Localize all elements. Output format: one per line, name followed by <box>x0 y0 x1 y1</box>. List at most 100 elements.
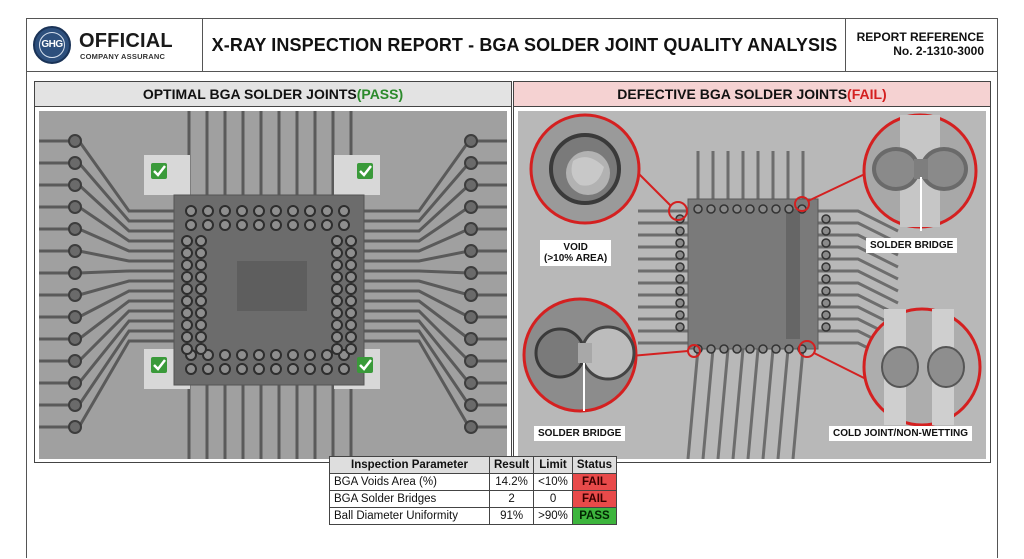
solder-ball <box>195 271 207 283</box>
pad <box>68 398 82 412</box>
solder-ball <box>331 343 343 355</box>
optimal-heading-text: OPTIMAL BGA SOLDER JOINTS <box>142 86 357 102</box>
solder-ball <box>219 363 231 375</box>
solder-ball <box>675 238 685 248</box>
pad <box>464 354 478 368</box>
solder-ball <box>236 363 248 375</box>
result-cell: 14.2% <box>488 473 535 491</box>
solder-ball <box>675 226 685 236</box>
check-icon <box>151 163 167 179</box>
check-icon <box>151 357 167 373</box>
header-result: Result <box>488 456 535 474</box>
pad <box>464 244 478 258</box>
pad <box>68 354 82 368</box>
solder-ball <box>219 219 231 231</box>
solder-ball <box>287 219 299 231</box>
limit-cell: >90% <box>533 507 573 525</box>
pad <box>464 398 478 412</box>
defective-joints-panel: DEFECTIVE BGA SOLDER JOINTS (FAIL) <box>513 81 991 463</box>
solder-ball <box>693 204 703 214</box>
solder-ball <box>675 322 685 332</box>
solder-ball <box>253 349 265 361</box>
solder-ball <box>195 283 207 295</box>
pad <box>464 332 478 346</box>
solder-ball <box>321 205 333 217</box>
solder-ball <box>331 283 343 295</box>
solder-ball <box>719 204 729 214</box>
optimal-panel-heading: OPTIMAL BGA SOLDER JOINTS (PASS) <box>35 82 511 107</box>
solder-ball <box>236 219 248 231</box>
solder-ball <box>771 204 781 214</box>
header-limit: Limit <box>533 456 573 474</box>
parameter-cell: BGA Solder Bridges <box>329 490 490 508</box>
company-logo: GHG OFFICIAL COMPANY ASSURANC <box>27 19 203 72</box>
solder-ball <box>181 271 193 283</box>
report-title: X-RAY INSPECTION REPORT - BGA SOLDER JOI… <box>211 35 838 55</box>
solder-ball <box>331 307 343 319</box>
cold-joint-marker-ring <box>798 340 816 358</box>
solder-ball <box>181 307 193 319</box>
solder-ball <box>784 204 794 214</box>
solder-ball <box>321 219 333 231</box>
solder-ball <box>181 247 193 259</box>
solder-bridge-callout-top <box>862 113 978 231</box>
solder-ball <box>758 204 768 214</box>
pad <box>68 200 82 214</box>
solder-ball <box>345 331 357 343</box>
pad <box>464 288 478 302</box>
logo-subtitle: COMPANY ASSURANC <box>80 52 166 61</box>
defective-xray-image: VOID (>10% AREA) SOLDER BRIDGE SOLDER BR… <box>518 111 986 459</box>
solder-ball <box>821 286 831 296</box>
title-cell: X-RAY INSPECTION REPORT - BGA SOLDER JOI… <box>204 19 846 72</box>
solder-ball <box>181 331 193 343</box>
void-label: VOID (>10% AREA) <box>540 240 612 266</box>
solder-ball <box>675 250 685 260</box>
pad <box>68 222 82 236</box>
solder-ball <box>338 363 350 375</box>
solder-ball <box>331 235 343 247</box>
pad <box>68 134 82 148</box>
solder-ball <box>345 319 357 331</box>
solder-ball <box>719 344 729 354</box>
solder-ball <box>202 219 214 231</box>
solder-ball <box>195 295 207 307</box>
pass-status-text: (PASS) <box>356 86 404 102</box>
result-cell: 91% <box>488 507 535 525</box>
solder-ball <box>331 331 343 343</box>
solder-ball <box>821 274 831 284</box>
pad <box>68 288 82 302</box>
solder-ball <box>304 363 316 375</box>
solder-ball <box>202 205 214 217</box>
solder-ball <box>219 349 231 361</box>
solder-ball <box>345 271 357 283</box>
defective-xray-drawing <box>518 111 986 459</box>
solder-bridge-label-top: SOLDER BRIDGE <box>866 238 958 253</box>
optimal-xray-drawing <box>39 111 507 459</box>
pad <box>68 310 82 324</box>
solder-ball <box>236 205 248 217</box>
solder-ball <box>321 363 333 375</box>
solder-ball <box>675 262 685 272</box>
table-row: BGA Voids Area (%) 14.2% <10% FAIL <box>329 473 618 491</box>
solder-ball <box>270 349 282 361</box>
cold-joint-callout <box>862 307 982 427</box>
void-callout <box>529 113 641 225</box>
solder-ball <box>675 310 685 320</box>
pad <box>464 376 478 390</box>
pad <box>464 266 478 280</box>
solder-ball <box>181 343 193 355</box>
solder-ball <box>758 344 768 354</box>
header-status: Status <box>571 456 618 474</box>
table-header-row: Inspection Parameter Result Limit Status <box>329 456 618 474</box>
solder-bridge-label-bottom: SOLDER BRIDGE <box>534 426 626 441</box>
solder-ball <box>287 349 299 361</box>
cold-joint-label: COLD JOINT/NON-WETTING <box>829 426 972 441</box>
solder-ball <box>195 247 207 259</box>
solder-ball <box>732 344 742 354</box>
solder-ball <box>745 204 755 214</box>
solder-ball <box>338 205 350 217</box>
solder-ball <box>784 344 794 354</box>
solder-ball <box>185 219 197 231</box>
solder-ball <box>304 205 316 217</box>
solder-ball <box>675 298 685 308</box>
